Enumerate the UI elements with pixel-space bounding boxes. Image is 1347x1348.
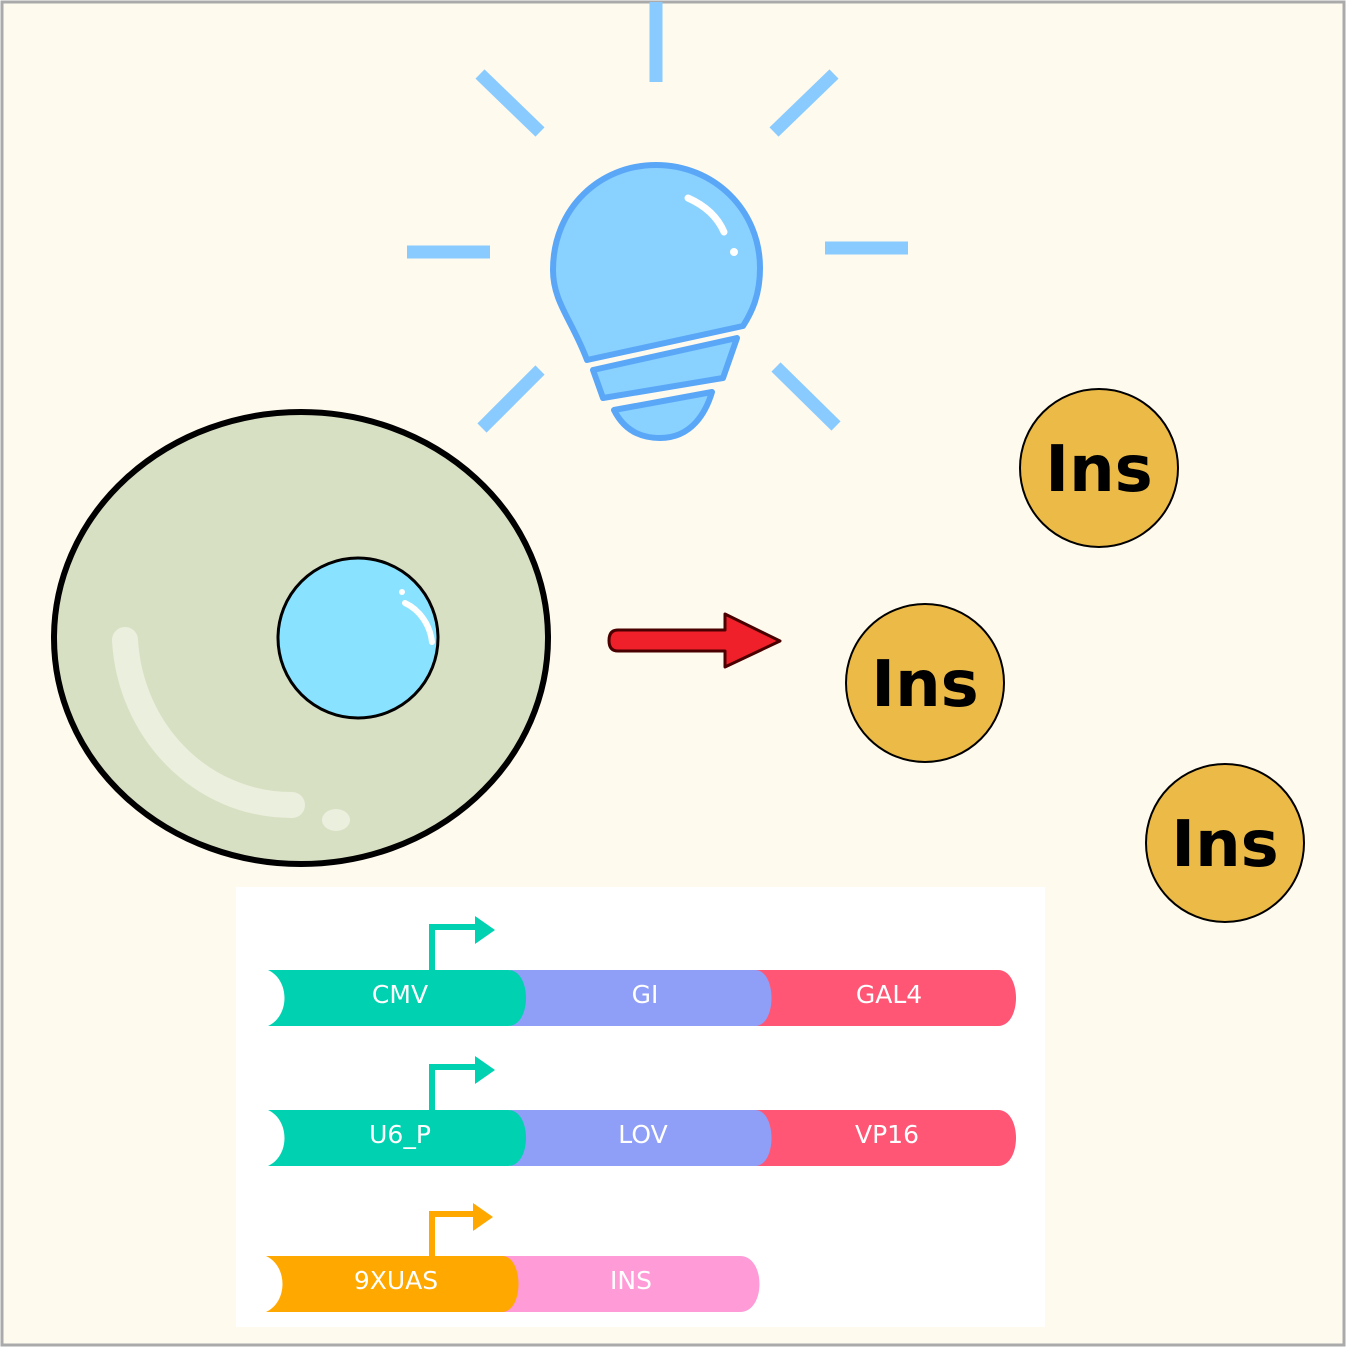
construct-u6p-lov-vp16: U6_P LOV VP16 [268,1056,1016,1166]
cell [51,409,551,867]
bulb-tip [611,389,715,441]
part-9xuas [266,1256,519,1312]
insulin-molecule: Ins [845,603,1005,763]
construct-panel [236,887,1045,1327]
part-label-u6p: U6_P [369,1120,431,1149]
promoter-arrowhead [475,1056,495,1084]
part-cmv [268,970,526,1026]
part-label-lov: LOV [618,1120,667,1149]
promoter-arrow-icon [429,1211,476,1256]
insulin-label: Ins [1171,808,1278,882]
bulb-base-band [590,335,740,401]
construct-9xuas-ins: 9XUAS INS [266,1203,760,1312]
nucleus-highlight-dot [399,589,405,595]
light-ray-bottom-left [477,365,545,433]
part-label-cmv: CMV [372,980,428,1009]
part-label-gi: GI [632,980,659,1009]
part-gal4 [753,970,1016,1026]
promoter-arrow-icon [429,924,478,970]
part-gi [510,970,772,1026]
light-ray-top-right [769,69,839,137]
insulin-molecule: Ins [1019,388,1179,548]
insulin-label: Ins [871,648,978,722]
part-lov [510,1110,772,1166]
light-ray-bottom-right [771,362,841,431]
cell-highlight-dot [322,809,350,831]
insulin-molecule: Ins [1145,763,1305,923]
nucleus-highlight [402,600,435,645]
promoter-arrowhead [473,1203,493,1231]
light-rays [407,2,908,433]
part-label-ins: INS [610,1266,652,1295]
part-vp16 [753,1110,1016,1166]
promoter-arrowhead [475,916,495,944]
light-bulb-icon [550,162,763,441]
part-label-vp16: VP16 [855,1120,919,1149]
secretion-arrow [607,612,782,669]
bulb-glass [550,162,763,363]
insulin-label: Ins [1045,433,1152,507]
promoter-arrow-icon [429,1064,478,1110]
construct-cmv-gi-gal4: CMV GI GAL4 [268,916,1016,1026]
part-label-gal4: GAL4 [856,980,922,1009]
part-ins [500,1256,760,1312]
cell-highlight [112,627,305,818]
part-u6p [268,1110,526,1166]
part-label-9xuas: 9XUAS [354,1266,438,1295]
bulb-highlight-dot [730,248,738,256]
bulb-highlight [684,194,728,236]
light-ray-top-left [475,69,545,137]
nucleus [276,556,440,720]
